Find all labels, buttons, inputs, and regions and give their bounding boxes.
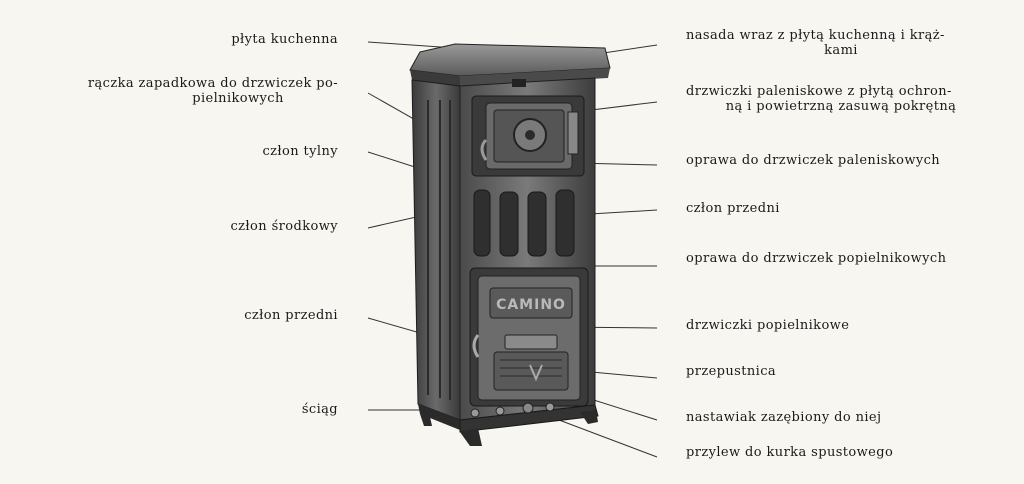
label-drzwiczki-popielnikowe: drzwiczki popielnikowe <box>686 318 850 333</box>
label-nastawiak: nastawiak zazębiony do niej <box>686 410 882 425</box>
cooking-plate <box>409 43 611 86</box>
label-nasada-line2: kami <box>824 43 858 58</box>
stove-base <box>418 402 599 446</box>
label-przepustnica: przepustnica <box>686 364 777 379</box>
label-drzwiczki-pal-line1: drzwiczki paleniskowe z płytą ochron- <box>686 84 952 99</box>
label-czlon-srodkowy: człon środkowy <box>230 219 338 234</box>
leader-czlon-przedni-right <box>589 209 658 215</box>
label-drzwiczki-pal-line2: ną i powietrzną zasuwą pokrętną <box>725 99 957 114</box>
label-oprawa-popielnikowych: oprawa do drzwiczek popielnikowych <box>686 251 947 266</box>
label-plyta-kuchenna: płyta kuchenna <box>231 32 338 47</box>
label-raczka-line1: rączka zapadkowa do drzwiczek po- <box>87 76 338 91</box>
brand-plate: CAMINO <box>496 297 566 313</box>
label-przylew: przylew do kurka spustowego <box>686 445 894 460</box>
label-oprawa-paleniskowych: oprawa do drzwiczek paleniskowych <box>686 153 941 168</box>
label-sciag: ściąg <box>301 402 338 417</box>
label-czlon-przedni-right: człon przedni <box>686 201 780 216</box>
label-raczka-line2: pielnikowych <box>192 91 284 106</box>
leader-czlon-tylny <box>367 151 419 169</box>
label-nasada-line1: nasada wraz z płytą kuchenną i krąż- <box>686 28 945 43</box>
stove-front: CAMINO <box>459 77 596 421</box>
label-czlon-przedni-left: człon przedni <box>244 308 338 323</box>
label-czlon-tylny: człon tylny <box>262 144 338 159</box>
stove-side <box>411 79 461 421</box>
